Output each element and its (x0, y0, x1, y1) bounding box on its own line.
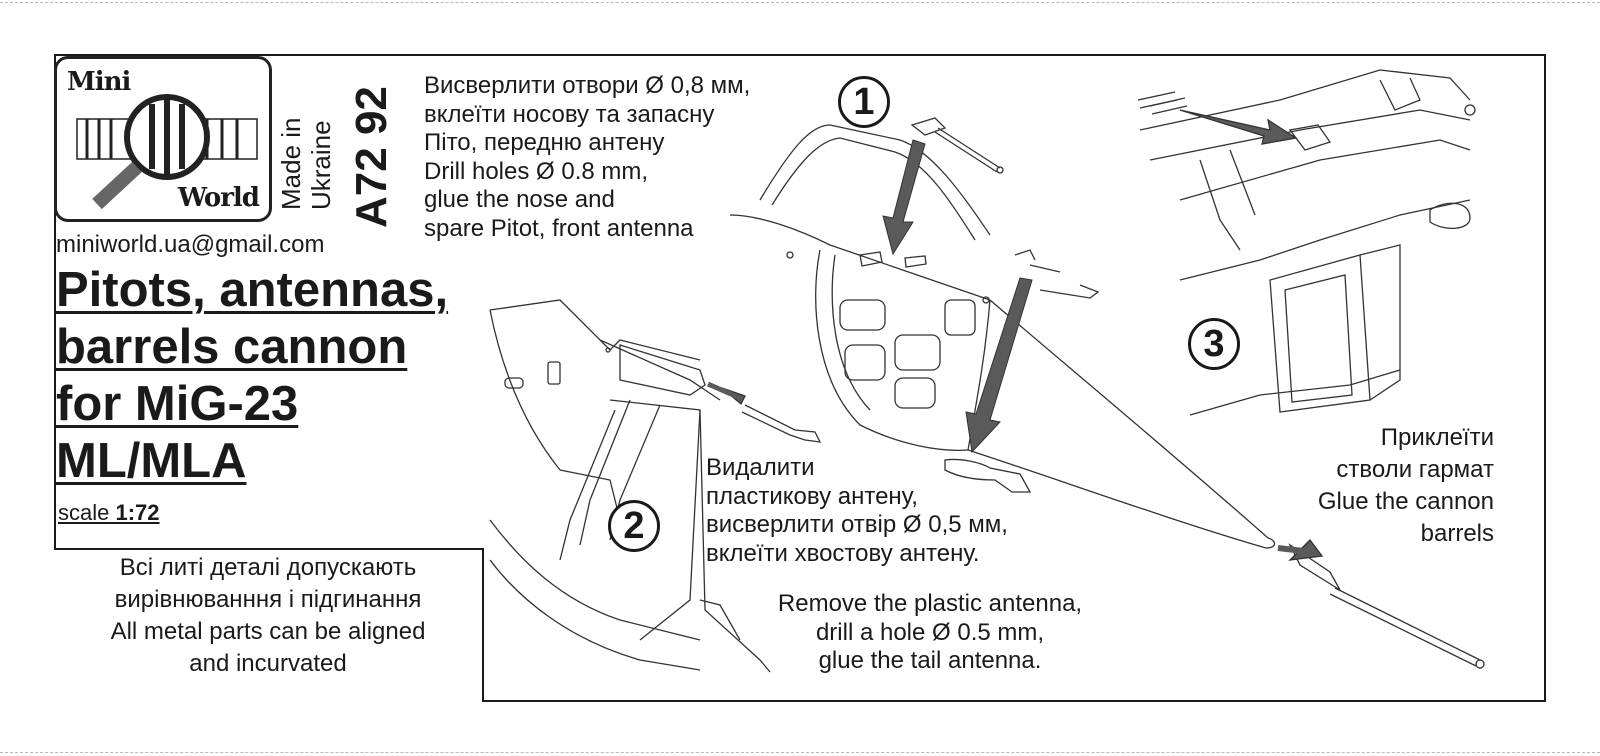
product-code: A72 92 (347, 86, 396, 228)
note-box (54, 548, 484, 702)
step1-line: Піто, передню антену (424, 129, 665, 156)
instruction-frame (54, 54, 1546, 702)
nose-section-drawing (729, 117, 1276, 549)
made-in-line1: Made in (276, 117, 306, 211)
top-dashed-border (0, 2, 1600, 3)
step1-line: Drill holes Ø 0.8 mm, (424, 157, 649, 185)
note-line1: Всі литі деталі допускають (119, 554, 417, 581)
step1-line: glue the nose and (424, 186, 615, 213)
scale-label: scale 1:72 (58, 500, 160, 526)
step2-line: висверлити отвір Ø 0,5 мм, (706, 511, 1008, 538)
step2-line: пластикову антену, (706, 482, 918, 510)
step2-en-line: Remove the plastic antenna, (777, 590, 1083, 617)
contact-email: miniworld.ua@gmail.com (56, 231, 325, 258)
step-3-instructions: Приклеїти стволи гармат Glue the cannon … (1264, 422, 1494, 550)
step1-line: spare Pitot, front antenna (424, 214, 694, 242)
title-line4: ML/MLA (56, 434, 247, 488)
step2-antenna-part (741, 404, 822, 443)
logo-text-world: World (177, 183, 260, 213)
nose-pitot-part (1288, 543, 1485, 669)
tail-fin-drawing (489, 299, 771, 673)
title-line1: Pitots, antennas, (56, 263, 449, 317)
step3-line: barrels (1420, 520, 1494, 547)
step3-line: стволи гармат (1336, 456, 1494, 483)
step-1-badge: 1 (838, 76, 890, 128)
made-in-line2: Ukraine (306, 120, 336, 210)
step-3-badge: 3 (1188, 318, 1240, 370)
step-2-badge: 2 (608, 500, 660, 552)
step2-line: вклеїти хвостову антену. (706, 539, 980, 567)
step2-line: Видалити (706, 454, 815, 481)
cannon-barrel-parts (1137, 91, 1188, 115)
product-title: Pitots, antennas, barrels cannon for MiG… (56, 262, 448, 490)
note-line2: вирівнюванння і підгинання (114, 586, 422, 613)
step1-line: вклеїти носову та запасну (424, 100, 715, 128)
step-2-instructions-en: Remove the plastic antenna, drill a hole… (740, 590, 1120, 676)
cannon-area-drawing (1139, 69, 1476, 416)
bottom-dashed-border (0, 752, 1600, 753)
step-2-instructions-ua: Видалити пластикову антену, висверлити о… (706, 454, 1008, 568)
note-line3: All metal parts can be aligned (110, 618, 426, 645)
step3-line: Glue the cannon (1317, 488, 1494, 515)
title-line3: for MiG-23 (56, 377, 299, 431)
step-1-instructions: Висверлити отвори Ø 0,8 мм, вклеїти носо… (424, 72, 750, 243)
scale-value: 1:72 (115, 500, 160, 525)
step3-line: Приклеїти (1380, 424, 1494, 451)
note-text: Всі литі деталі допускають вирівнюванння… (54, 552, 482, 680)
tail-antenna-part (944, 458, 1032, 493)
step2-en-line: drill a hole Ø 0.5 mm, (815, 618, 1045, 646)
mini-world-logo: Mini World (54, 56, 272, 222)
step3-arrow (1179, 109, 1298, 145)
step2-arrow-shaft (706, 381, 742, 401)
note-line4: and incurvated (189, 650, 347, 677)
step1-arrows (882, 139, 1033, 454)
step1-line: Висверлити отвори Ø 0,8 мм, (424, 72, 751, 99)
logo-text-mini: Mini (67, 67, 131, 97)
title-line2: barrels cannon (56, 320, 408, 374)
scale-word: scale (58, 500, 110, 525)
step2-en-line: glue the tail antenna. (818, 647, 1042, 674)
made-in-ukraine: Made in Ukraine (276, 118, 336, 211)
pitot-arrow-shaft (1277, 545, 1313, 555)
